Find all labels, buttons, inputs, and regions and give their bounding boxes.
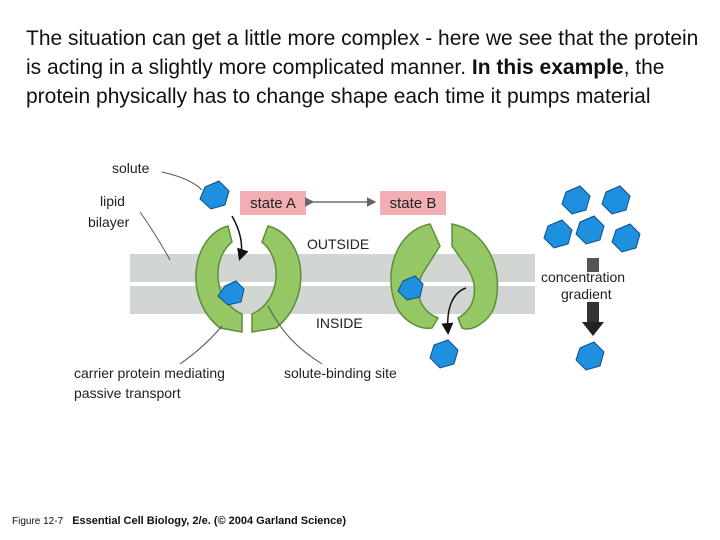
state-a-box (240, 191, 306, 215)
gradient-arrow-head (582, 322, 604, 336)
state-a-label: state A (250, 195, 296, 212)
carrier-leader (179, 325, 223, 365)
gradient-arrow-top (587, 258, 599, 272)
solute-released-inside (429, 339, 459, 369)
bilayer-label: bilayer (88, 214, 130, 230)
carrier-protein-state-b (390, 223, 499, 330)
inside-label: INSIDE (316, 315, 363, 331)
intro-line1: The situation can get a little more comp… (26, 27, 699, 79)
intro-line2: , the protein physically has to change s… (26, 56, 665, 108)
concentration-solutes (543, 185, 641, 371)
carrier-label-2: passive transport (74, 385, 181, 401)
figure-number: Figure 12-7 (12, 516, 64, 527)
carrier-protein-figure: state A state B solute lipid bilayer OUT… (74, 160, 641, 401)
state-b-box (380, 191, 446, 215)
book-credit: Essential Cell Biology, 2/e. (© 2004 Gar… (72, 515, 347, 527)
solute-label: solute (112, 160, 150, 176)
lipid-label: lipid (100, 193, 125, 209)
entry-arrow (231, 215, 249, 261)
state-b-label: state B (390, 195, 437, 212)
intro-bold-lead: In this example (471, 56, 624, 79)
lipid-leader (139, 211, 171, 261)
carrier-protein-state-a (195, 225, 302, 333)
solute-outside-a (199, 180, 230, 210)
bound-solute-b (397, 275, 424, 301)
outside-label: OUTSIDE (307, 236, 369, 252)
solute-leader (161, 171, 203, 191)
exit-arrow (441, 287, 467, 335)
bound-solute-a (217, 280, 245, 306)
concentration-label: concentration (541, 269, 625, 285)
gradient-label: gradient (561, 286, 612, 302)
figure-caption: Figure 12-7 Essential Cell Biology, 2/e.… (12, 515, 346, 527)
carrier-label-1: carrier protein mediating (74, 365, 225, 381)
binding-site-leader (267, 305, 323, 365)
intro-text: The situation can get a little more comp… (26, 24, 706, 111)
gradient-arrow-stem (587, 302, 599, 324)
binding-site-label: solute-binding site (284, 365, 397, 381)
